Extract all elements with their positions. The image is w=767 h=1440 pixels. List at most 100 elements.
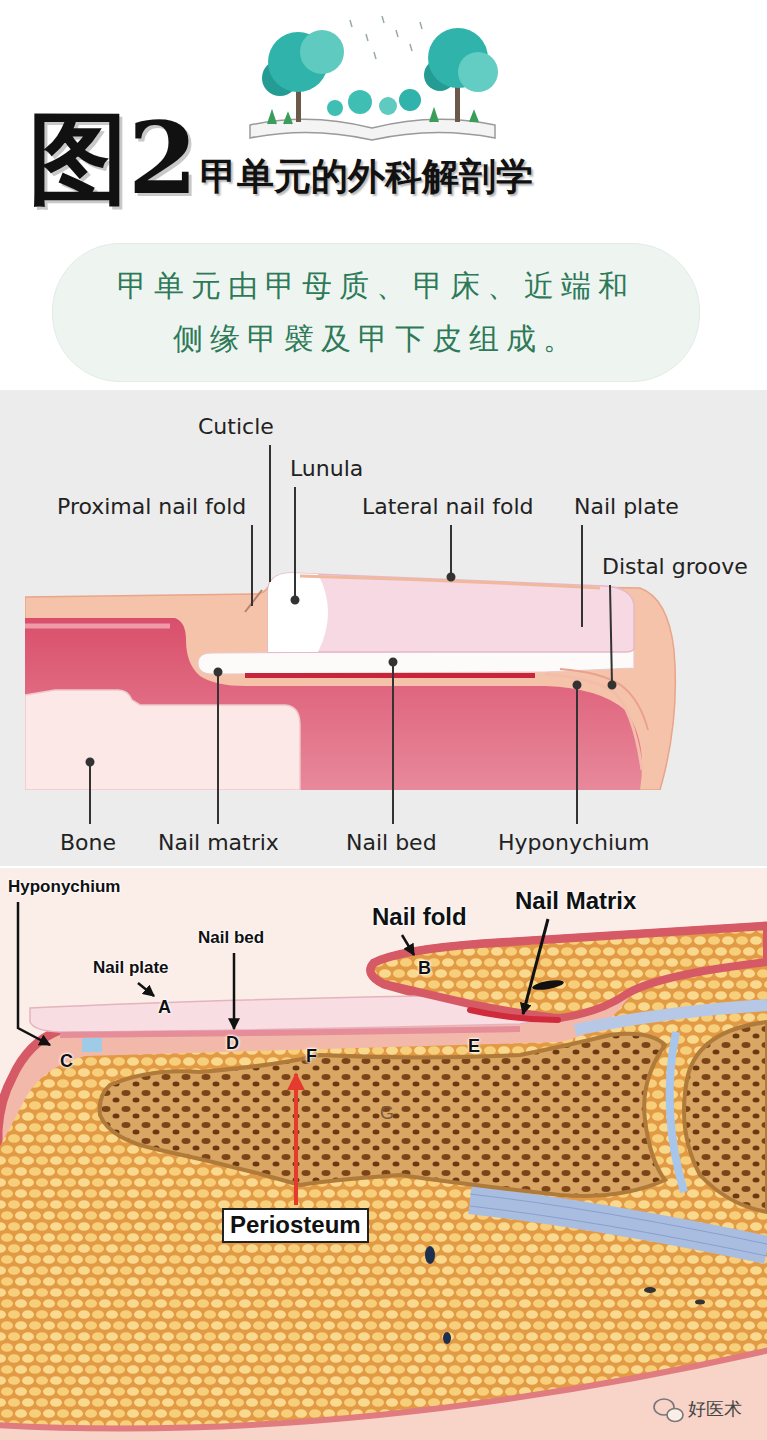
tendon-fibres bbox=[470, 1194, 767, 1256]
distal-groove-layer bbox=[560, 669, 648, 730]
figure-number: 图2 bbox=[28, 108, 198, 208]
part-label: Proximal nail fold bbox=[57, 494, 246, 519]
callout-letter: G bbox=[380, 1103, 394, 1124]
vessel bbox=[425, 1246, 435, 1264]
leader-line bbox=[392, 662, 394, 824]
distal-phalanx bbox=[100, 1034, 665, 1196]
part-label: Hyponychium bbox=[8, 877, 120, 897]
leader-arrow bbox=[18, 902, 50, 1045]
node-text: 甲单元由甲母质、甲床、近端和侧缘甲襞及甲下皮组成。 bbox=[106, 260, 646, 365]
leader-dot bbox=[574, 682, 581, 689]
part-label: Hyponychium bbox=[498, 830, 649, 855]
vessel bbox=[443, 1332, 451, 1344]
part-label: Nail plate bbox=[93, 958, 169, 978]
label-box: Periosteum bbox=[222, 1208, 369, 1243]
bush bbox=[399, 89, 421, 111]
leader-line bbox=[450, 525, 452, 576]
part-label: Cuticle bbox=[198, 414, 274, 439]
leader-line bbox=[294, 487, 296, 600]
leader-arrow bbox=[523, 919, 548, 1014]
middle-phalanx bbox=[684, 1022, 767, 1212]
bush bbox=[348, 90, 372, 114]
leader-dot bbox=[448, 574, 455, 581]
leader-line bbox=[251, 525, 253, 606]
callout-letter: C bbox=[60, 1051, 73, 1072]
leader-line bbox=[581, 525, 583, 627]
part-label: Nail plate bbox=[574, 494, 679, 519]
callout-letter: D bbox=[226, 1033, 239, 1054]
nail-bed bbox=[245, 673, 535, 678]
lunula bbox=[268, 573, 328, 652]
leader-line bbox=[89, 762, 91, 824]
nail-fold bbox=[371, 926, 767, 1018]
leader-dot bbox=[87, 759, 94, 766]
nail-plate bbox=[268, 573, 634, 652]
callout-letter: F bbox=[306, 1046, 317, 1067]
dot bbox=[350, 20, 352, 27]
fat-pad bbox=[0, 958, 767, 1440]
periosteum-arrow bbox=[294, 1074, 298, 1205]
nail-matrix bbox=[470, 1010, 558, 1020]
part-label: Lateral nail fold bbox=[362, 494, 533, 519]
dermis-band bbox=[25, 624, 170, 629]
vessel bbox=[644, 1287, 656, 1293]
hyponychium-layer bbox=[545, 674, 642, 770]
tree-illustration bbox=[250, 16, 498, 140]
watermark: 好医术 bbox=[688, 1399, 742, 1420]
cuticle-mark bbox=[245, 590, 262, 612]
part-label: Bone bbox=[60, 830, 116, 855]
part-label: Nail Matrix bbox=[515, 887, 636, 915]
dot bbox=[396, 30, 398, 37]
bone bbox=[25, 690, 300, 790]
dot bbox=[410, 44, 412, 51]
callout-arrows bbox=[18, 902, 548, 1205]
palmar-skin bbox=[0, 1350, 767, 1440]
node-text: Periosteum bbox=[230, 1211, 361, 1240]
panel-ground bbox=[0, 390, 767, 866]
tree-crown bbox=[458, 52, 498, 92]
icon-bubble bbox=[667, 1409, 683, 1422]
dot bbox=[366, 34, 368, 41]
leader-line bbox=[269, 445, 271, 582]
leader-dot bbox=[390, 659, 397, 666]
dot bbox=[374, 52, 376, 59]
part-label: Nail bed bbox=[346, 830, 437, 855]
tree-crown bbox=[300, 30, 344, 74]
vessel bbox=[695, 1300, 705, 1305]
part-label: Nail fold bbox=[372, 903, 467, 931]
part-label: Nail matrix bbox=[158, 830, 279, 855]
summary-box: 甲单元由甲母质、甲床、近端和侧缘甲襞及甲下皮组成。 bbox=[52, 243, 700, 382]
leader-arrow bbox=[233, 953, 236, 1029]
nail-bed bbox=[60, 1029, 520, 1035]
callout-letter: A bbox=[158, 997, 171, 1018]
joint-cartilage bbox=[670, 1032, 684, 1192]
bush bbox=[379, 97, 397, 115]
skin bbox=[0, 926, 767, 1440]
leader-dot bbox=[215, 669, 222, 676]
wechat-icon bbox=[654, 1399, 683, 1422]
hyponychium bbox=[82, 1038, 102, 1052]
callout-letter: B bbox=[418, 958, 431, 979]
vessel bbox=[532, 978, 565, 991]
leader-line bbox=[610, 585, 612, 685]
leader-line bbox=[576, 685, 578, 824]
bush bbox=[327, 100, 343, 116]
part-label: Nail bed bbox=[198, 928, 264, 948]
leader-line bbox=[217, 672, 219, 824]
callout-letter: E bbox=[468, 1036, 480, 1057]
leader-arrow bbox=[138, 983, 154, 996]
flexor-tendon bbox=[470, 1200, 767, 1250]
fingertip-section bbox=[0, 926, 767, 1440]
title: 甲单元的外科解剖学 bbox=[200, 156, 533, 199]
part-label: Lunula bbox=[290, 456, 363, 481]
part-label: Distal groove bbox=[602, 554, 748, 579]
leader-dot bbox=[609, 682, 616, 689]
dot bbox=[420, 22, 422, 29]
grass bbox=[268, 110, 478, 124]
dot bbox=[382, 16, 384, 23]
leader-dot bbox=[292, 597, 299, 604]
leader-arrow bbox=[402, 935, 414, 955]
